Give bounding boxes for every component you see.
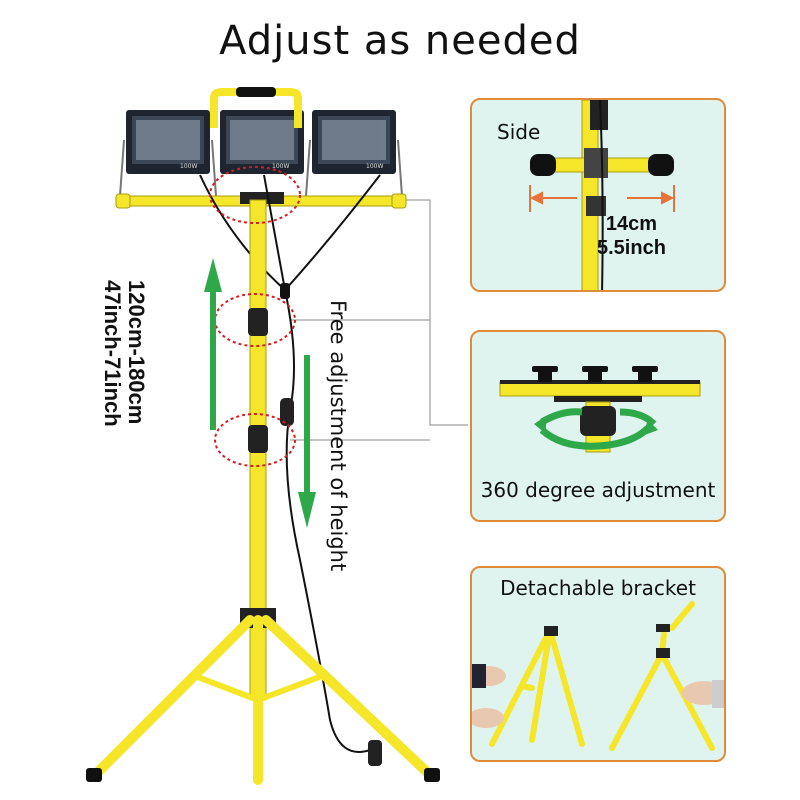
side-view-illustration bbox=[529, 100, 675, 290]
dimension-cm: 14cm bbox=[605, 213, 658, 235]
rotation-label: 360 degree adjustment bbox=[480, 478, 716, 502]
side-label: Side bbox=[497, 120, 541, 144]
free-adjustment-label: Free adjustment of height bbox=[326, 300, 350, 572]
height-range-cm: 120cm-180cm bbox=[124, 280, 149, 425]
rotation-illustration bbox=[499, 366, 701, 453]
dimension-label: 14cm 5.5inch bbox=[597, 212, 666, 260]
flood-lights: 100W 100W 100W bbox=[119, 110, 403, 197]
detachable-panel: Detachable bracket bbox=[470, 566, 726, 762]
height-range-label: 120cm-180cm 47inch-71inch bbox=[100, 280, 149, 460]
power-cables bbox=[199, 174, 381, 753]
detachable-illustration bbox=[472, 601, 724, 751]
rotation-panel: 360 degree adjustment bbox=[470, 330, 726, 522]
height-range-inch: 47inch-71inch bbox=[100, 280, 125, 427]
lamp-badge-1: 100W bbox=[180, 163, 197, 170]
page-title: Adjust as needed bbox=[219, 18, 581, 64]
lamp-badge-2: 100W bbox=[272, 163, 289, 170]
side-view-panel: Side 14cm 5.5inch bbox=[470, 98, 726, 292]
connector-lines bbox=[290, 199, 468, 441]
detachable-label: Detachable bracket bbox=[500, 576, 696, 600]
dimension-inch: 5.5inch bbox=[597, 237, 666, 259]
height-arrows bbox=[204, 258, 316, 528]
lamp-badge-3: 100W bbox=[366, 163, 383, 170]
